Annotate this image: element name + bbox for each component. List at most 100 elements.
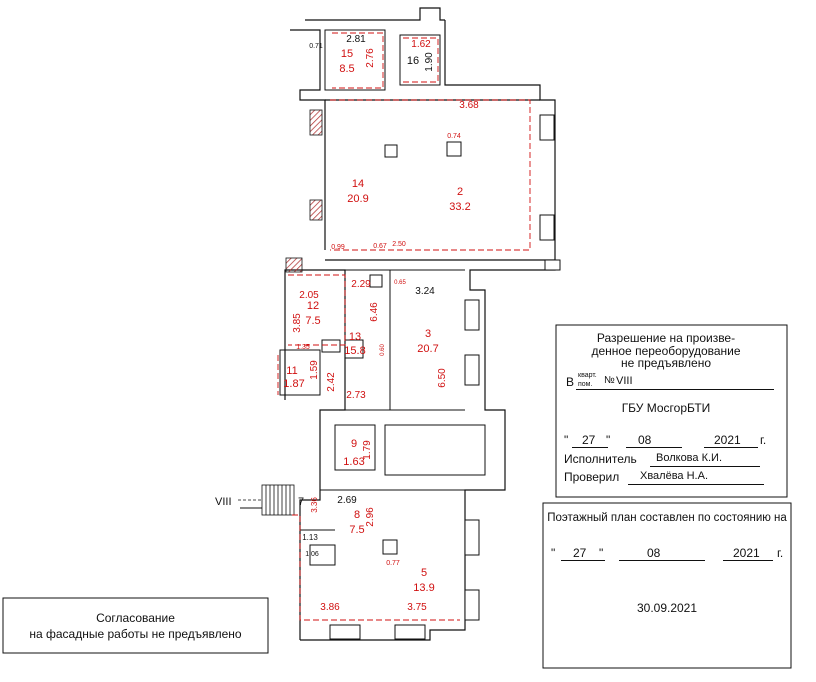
hatched-structures xyxy=(285,109,323,273)
executor-label: Исполнитель xyxy=(564,452,637,466)
dim: 1.79 xyxy=(362,440,373,460)
room-2-no: 2 xyxy=(457,186,463,198)
checker-name: Хвалёва Н.А. xyxy=(640,470,708,482)
room-14-area: 20.9 xyxy=(347,193,368,205)
room-11-no: 11 xyxy=(286,365,297,377)
date-day: 27 xyxy=(582,433,596,447)
floor-plan-title: Поэтажный план составлен по состоянию на xyxy=(547,512,787,524)
fp-month: 08 xyxy=(647,546,661,560)
floor-plan-box xyxy=(542,502,792,669)
fp-underline-month xyxy=(619,560,705,561)
room-8-no: 8 xyxy=(354,509,360,521)
date-month: 08 xyxy=(638,433,652,447)
floor-plan-date-row: " 27 " 08 2021 г. xyxy=(551,546,786,562)
date-underline-day xyxy=(572,447,608,448)
date-underline-month xyxy=(626,447,682,448)
approval-line2: денное переоборудование xyxy=(591,344,741,358)
floor-plan-stamp-date: 30.09.2021 xyxy=(636,601,698,615)
interior-walls xyxy=(279,29,486,566)
dim: 1.90 xyxy=(424,52,435,72)
facade-box xyxy=(2,597,269,654)
date-year: 2021 xyxy=(714,433,741,447)
executor-underline xyxy=(650,466,760,467)
fp-quote-open: " xyxy=(551,546,556,560)
room-13-no: 13 xyxy=(349,331,361,343)
approval-v-row: В кварт. пом. № VIII xyxy=(566,372,774,393)
fp-day: 27 xyxy=(573,546,587,560)
executor-name: Волкова К.И. xyxy=(656,452,723,464)
dim: 3.85 xyxy=(292,313,303,333)
dim: 0.65 xyxy=(394,280,406,286)
dim: 2.05 xyxy=(299,290,319,301)
dim: 1.59 xyxy=(309,360,320,380)
dim: 2.96 xyxy=(365,507,376,527)
dim: 2.76 xyxy=(365,48,376,68)
room-9-area: 1.63 xyxy=(343,456,364,468)
checker-underline xyxy=(628,484,764,485)
dim: 2.73 xyxy=(346,390,366,401)
approval-v-underline xyxy=(576,389,774,390)
room-3-no: 3 xyxy=(425,328,431,340)
approval-number-sign: № xyxy=(604,375,615,386)
room-5-no: 5 xyxy=(421,567,427,579)
dim: 0.77 xyxy=(386,560,400,567)
room-14-no: 14 xyxy=(352,178,364,190)
date-year-suffix: г. xyxy=(760,433,767,447)
room-8-area: 7.5 xyxy=(349,524,364,536)
approval-checker-row: Проверил Хвалёва Н.А. xyxy=(564,470,779,486)
dim: 3.24 xyxy=(415,286,435,297)
fp-year: 2021 xyxy=(733,546,760,560)
approval-executor-row: Исполнитель Волкова К.И. xyxy=(564,452,779,468)
room-2-area: 33.2 xyxy=(449,201,470,213)
dim: 1.62 xyxy=(411,39,431,50)
approval-kvart-bottom: пом. xyxy=(578,381,593,388)
dim: 0.60 xyxy=(380,344,386,356)
premise-mark-label: VIII xyxy=(215,496,232,508)
dim: 0.99 xyxy=(331,244,345,251)
room-9-no: 9 xyxy=(351,438,357,450)
dimension-labels: 2.81 0.71 2.76 1.62 1.90 3.68 0.74 0.99 … xyxy=(292,34,479,613)
dim: 2.50 xyxy=(392,241,406,248)
red-survey-lines xyxy=(277,32,531,621)
date-quote-open: " xyxy=(564,433,569,447)
dim: 3.86 xyxy=(320,602,340,613)
room-7-no: 7 xyxy=(298,496,304,508)
dim: 2.42 xyxy=(326,372,337,392)
entrance-stair xyxy=(238,484,295,516)
dim: 3.68 xyxy=(459,100,479,111)
dim: 2.69 xyxy=(337,495,357,506)
facade-line2: на фасадные работы не предъявлено xyxy=(29,627,242,641)
fp-quote-close: " xyxy=(599,546,604,560)
approval-text: Разрешение на произве- денное переоборуд… xyxy=(556,325,787,497)
approval-line1: Разрешение на произве- xyxy=(596,331,736,345)
windows xyxy=(329,114,561,640)
fp-year-suffix: г. xyxy=(777,546,784,560)
dim: 2.29 xyxy=(351,279,371,290)
floor-plan-text: Поэтажный план составлен по состоянию на… xyxy=(543,503,791,668)
approval-premise-no: VIII xyxy=(616,375,633,387)
approval-org: ГБУ МосгорБТИ xyxy=(621,401,711,415)
dim: 6.46 xyxy=(369,302,380,322)
room-3-area: 20.7 xyxy=(417,343,438,355)
approval-date-row: " 27 " 08 2021 г. xyxy=(564,433,779,449)
room-16-no: 16 xyxy=(407,55,419,67)
dim: 1.06 xyxy=(305,551,319,558)
approval-line3: не предъявлено xyxy=(620,356,712,370)
date-quote-close: " xyxy=(606,433,611,447)
checker-label: Проверил xyxy=(564,470,620,484)
dim: 0.71 xyxy=(309,43,323,50)
dim: 3.36 xyxy=(310,497,319,513)
dim: 2.81 xyxy=(346,34,366,45)
dim: 0.67 xyxy=(373,243,387,250)
room-15-area: 8.5 xyxy=(339,63,354,75)
premise-mark: VIII xyxy=(215,496,262,509)
date-underline-year xyxy=(704,447,758,448)
dim: 0.74 xyxy=(447,133,461,140)
fp-underline-day xyxy=(561,560,605,561)
approval-prefix: В xyxy=(566,375,575,389)
facade-text: Согласование на фасадные работы не предъ… xyxy=(3,598,268,653)
dim: 3.75 xyxy=(407,602,427,613)
approval-kvart-top: кварт. xyxy=(578,372,597,379)
dim: 1.13 xyxy=(302,533,318,542)
